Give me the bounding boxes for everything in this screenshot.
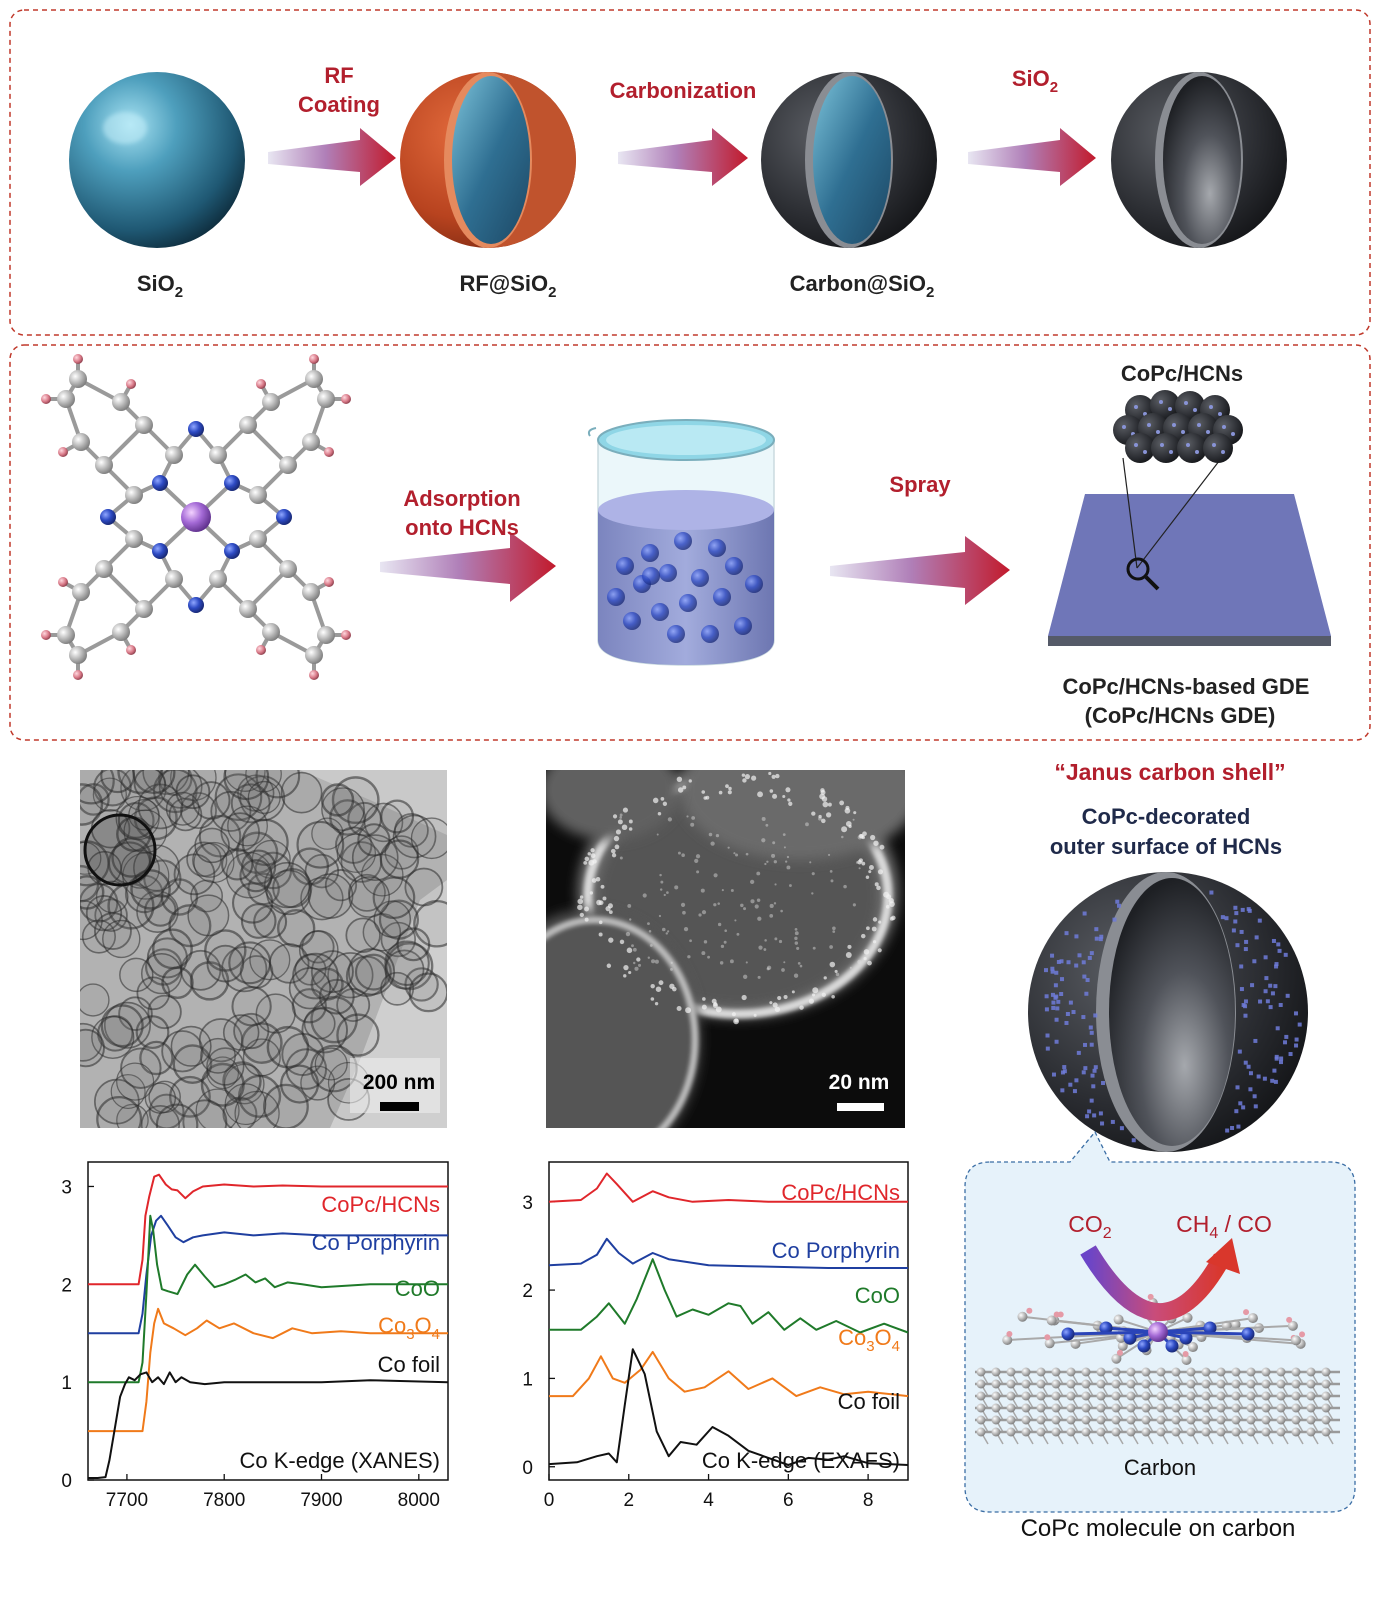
series-line-2 (549, 1258, 909, 1334)
sio2-sphere (69, 72, 245, 248)
series-label-3: Co3O4 (838, 1325, 900, 1355)
series-label-3: Co3O4 (378, 1313, 440, 1343)
series-label-2: CoO (855, 1283, 900, 1308)
arrow-spray (830, 536, 1010, 605)
caption-copc-on-carbon: CoPc molecule on carbon (1021, 1515, 1296, 1542)
copc-dots (1044, 890, 1302, 1143)
series-label-1: Co Porphyrin (312, 1230, 440, 1255)
x-tick-label: 2 (623, 1490, 634, 1511)
series-line-1 (548, 1237, 908, 1269)
callout-box (964, 1130, 1356, 1513)
x-tick-label: 6 (783, 1490, 794, 1511)
label-ch4-co: CH4 / CO (1176, 1211, 1272, 1242)
series-line-3 (549, 1350, 909, 1398)
arrow-rf-coating (268, 128, 396, 186)
series-line-0 (548, 1172, 908, 1203)
magnifier-icon (1126, 557, 1150, 581)
label-co2: CO2 (1068, 1211, 1112, 1242)
label-adsorption-2: onto HCNs (405, 515, 519, 540)
series-label-1: Co Porphyrin (772, 1238, 900, 1263)
tem-scale-label: 200 nm (363, 1071, 435, 1094)
plot-frame (87, 1161, 449, 1481)
copc-on-carbon (1002, 1293, 1306, 1365)
x-tick-label: 7700 (106, 1490, 148, 1511)
hollow-carbon-sphere (1111, 72, 1287, 248)
label-copc-hcns-cluster: CoPc/HCNs (1121, 361, 1243, 386)
rf-sio2-sphere (400, 72, 576, 248)
step-label-rf: RF (324, 63, 353, 88)
haadf-micrograph: 20 nm (546, 770, 905, 1128)
arrow-adsorption (380, 532, 556, 602)
step-label-carbonization: Carbonization (610, 78, 757, 103)
label-carbon: Carbon (1124, 1455, 1196, 1480)
reaction-arrowhead (1206, 1238, 1240, 1274)
middle-panel-frame (9, 344, 1371, 741)
series-label-0: CoPc/HCNs (781, 1180, 900, 1205)
series-line-4 (88, 1371, 449, 1479)
tem-micrograph: 200 nm (80, 770, 447, 1128)
series-label-2: CoO (395, 1276, 440, 1301)
x-tick-label: 0 (544, 1490, 555, 1511)
label-gde-2: (CoPc/HCNs GDE) (1085, 703, 1276, 728)
y-tick-label: 1 (522, 1369, 533, 1390)
series-line-3 (88, 1307, 448, 1433)
x-tick-label: 8 (863, 1490, 874, 1511)
series-label-0: CoPc/HCNs (321, 1192, 440, 1217)
label-gde-1: CoPc/HCNs-based GDE (1063, 674, 1310, 699)
label-carbon-sio2: Carbon@SiO2 (790, 271, 935, 301)
gde-electrode (1048, 451, 1331, 646)
chart-title: Co K-edge (XANES) (239, 1448, 440, 1473)
series-line-4 (548, 1348, 909, 1466)
top-panel-frame (9, 9, 1371, 336)
series-line-1 (88, 1214, 448, 1335)
reaction-arrow (1080, 1245, 1230, 1321)
y-tick-label: 3 (61, 1177, 72, 1198)
y-tick-label: 1 (61, 1373, 72, 1394)
label-sio2: SiO2 (137, 271, 183, 301)
step-label-coating: Coating (298, 92, 380, 117)
janus-subtitle-2: outer surface of HCNs (1050, 834, 1282, 859)
series-label-4: Co foil (838, 1389, 900, 1414)
x-tick-label: 7900 (300, 1490, 342, 1511)
x-tick-label: 8000 (398, 1490, 440, 1511)
janus-subtitle-1: CoPc-decorated (1082, 804, 1251, 829)
janus-sphere (1028, 872, 1308, 1152)
y-tick-label: 0 (61, 1471, 72, 1492)
x-tick-label: 4 (703, 1490, 714, 1511)
y-tick-label: 0 (522, 1458, 533, 1479)
y-tick-label: 2 (522, 1281, 533, 1302)
y-tick-label: 3 (522, 1193, 533, 1214)
carbon-sio2-sphere (761, 72, 937, 248)
x-tick-label: 7800 (203, 1490, 245, 1511)
suspended-hcn-particles (607, 532, 763, 643)
carbon-layers (975, 1367, 1340, 1445)
y-tick-label: 2 (61, 1275, 72, 1296)
arrow-carbonization (618, 128, 748, 186)
series-label-4: Co foil (378, 1352, 440, 1377)
tem-scale-bar (380, 1102, 419, 1111)
copc-molecule (41, 354, 351, 680)
plot-frame (548, 1161, 909, 1481)
series-line-0 (88, 1173, 448, 1286)
arrow-sio2-removal (968, 128, 1096, 186)
hcn-cluster (1113, 390, 1243, 463)
step-label-sio2-removal: SiO2 (1012, 66, 1058, 96)
label-spray: Spray (889, 472, 951, 497)
label-rf-sio2: RF@SiO2 (459, 271, 556, 301)
chart-title: Co K-edge (EXAFS) (702, 1448, 900, 1473)
beaker (587, 419, 775, 666)
janus-title: “Janus carbon shell” (1054, 759, 1285, 785)
haadf-scale-bar (837, 1103, 884, 1111)
label-adsorption-1: Adsorption (403, 486, 520, 511)
haadf-scale-label: 20 nm (829, 1071, 890, 1094)
series-line-2 (88, 1214, 448, 1384)
